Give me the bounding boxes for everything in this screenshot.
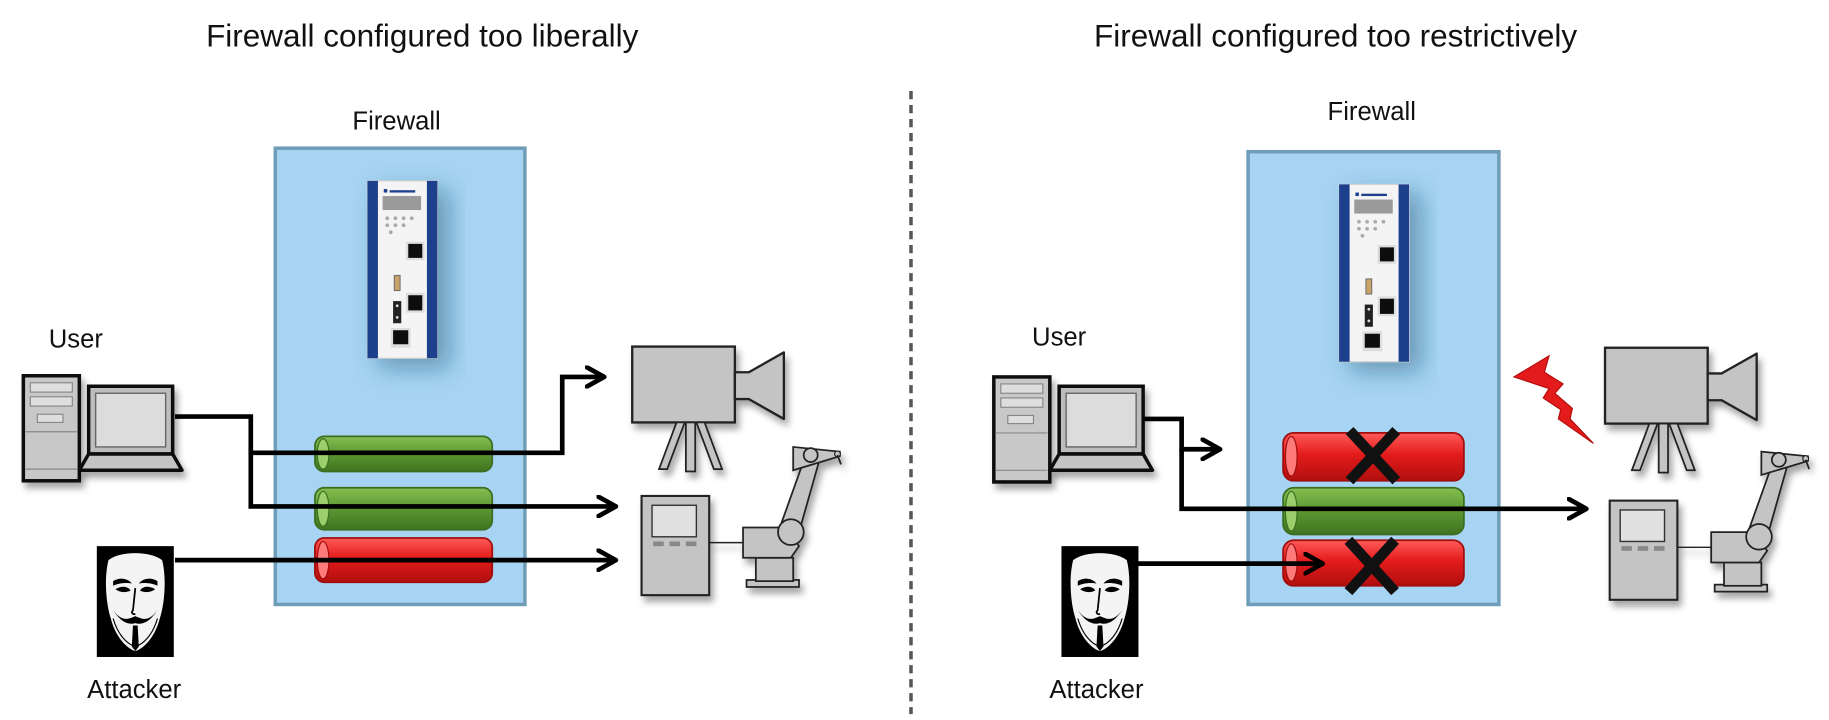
attacker-mask-icon: [95, 545, 175, 658]
desktop-computer-icon: [21, 374, 82, 483]
block-x-icon: [1344, 536, 1399, 596]
flow-user-to-camera: [174, 377, 604, 456]
panel-too-restrictive: Firewall configured too restrictively Fi…: [992, 18, 1811, 704]
industrial-robot-icon: [640, 445, 843, 597]
user-label: User: [49, 326, 104, 354]
user-flows: [174, 377, 616, 507]
flow-user-to-camera-blocked: [1143, 416, 1220, 449]
flow-user-to-controller: [248, 452, 616, 507]
industrial-robot-icon: [1608, 450, 1811, 601]
laptop-icon: [1048, 384, 1155, 473]
attacker-mask-icon: [1060, 545, 1140, 658]
panel-too-liberal: Firewall configured too liberally Firewa…: [21, 18, 843, 704]
camera-icon: [1603, 346, 1758, 474]
panel-title: Firewall configured too restrictively: [1094, 18, 1577, 54]
laptop-icon: [77, 384, 184, 473]
firewall-device-icon: [1338, 183, 1410, 363]
attacker-label: Attacker: [87, 676, 182, 704]
user-flows: [1143, 416, 1587, 509]
panel-title: Firewall configured too liberally: [206, 18, 639, 54]
firewall-device-icon: [366, 180, 439, 359]
camera-icon: [631, 345, 786, 473]
user-label: User: [1032, 323, 1087, 351]
lightning-bolt-icon: [1513, 355, 1594, 445]
block-x-icon: [1345, 427, 1401, 485]
desktop-computer-icon: [992, 375, 1052, 484]
attacker-label: Attacker: [1049, 676, 1144, 704]
flow-user-to-controller: [1179, 449, 1587, 509]
firewall-label: Firewall: [1328, 98, 1416, 126]
firewall-label: Firewall: [352, 108, 440, 136]
